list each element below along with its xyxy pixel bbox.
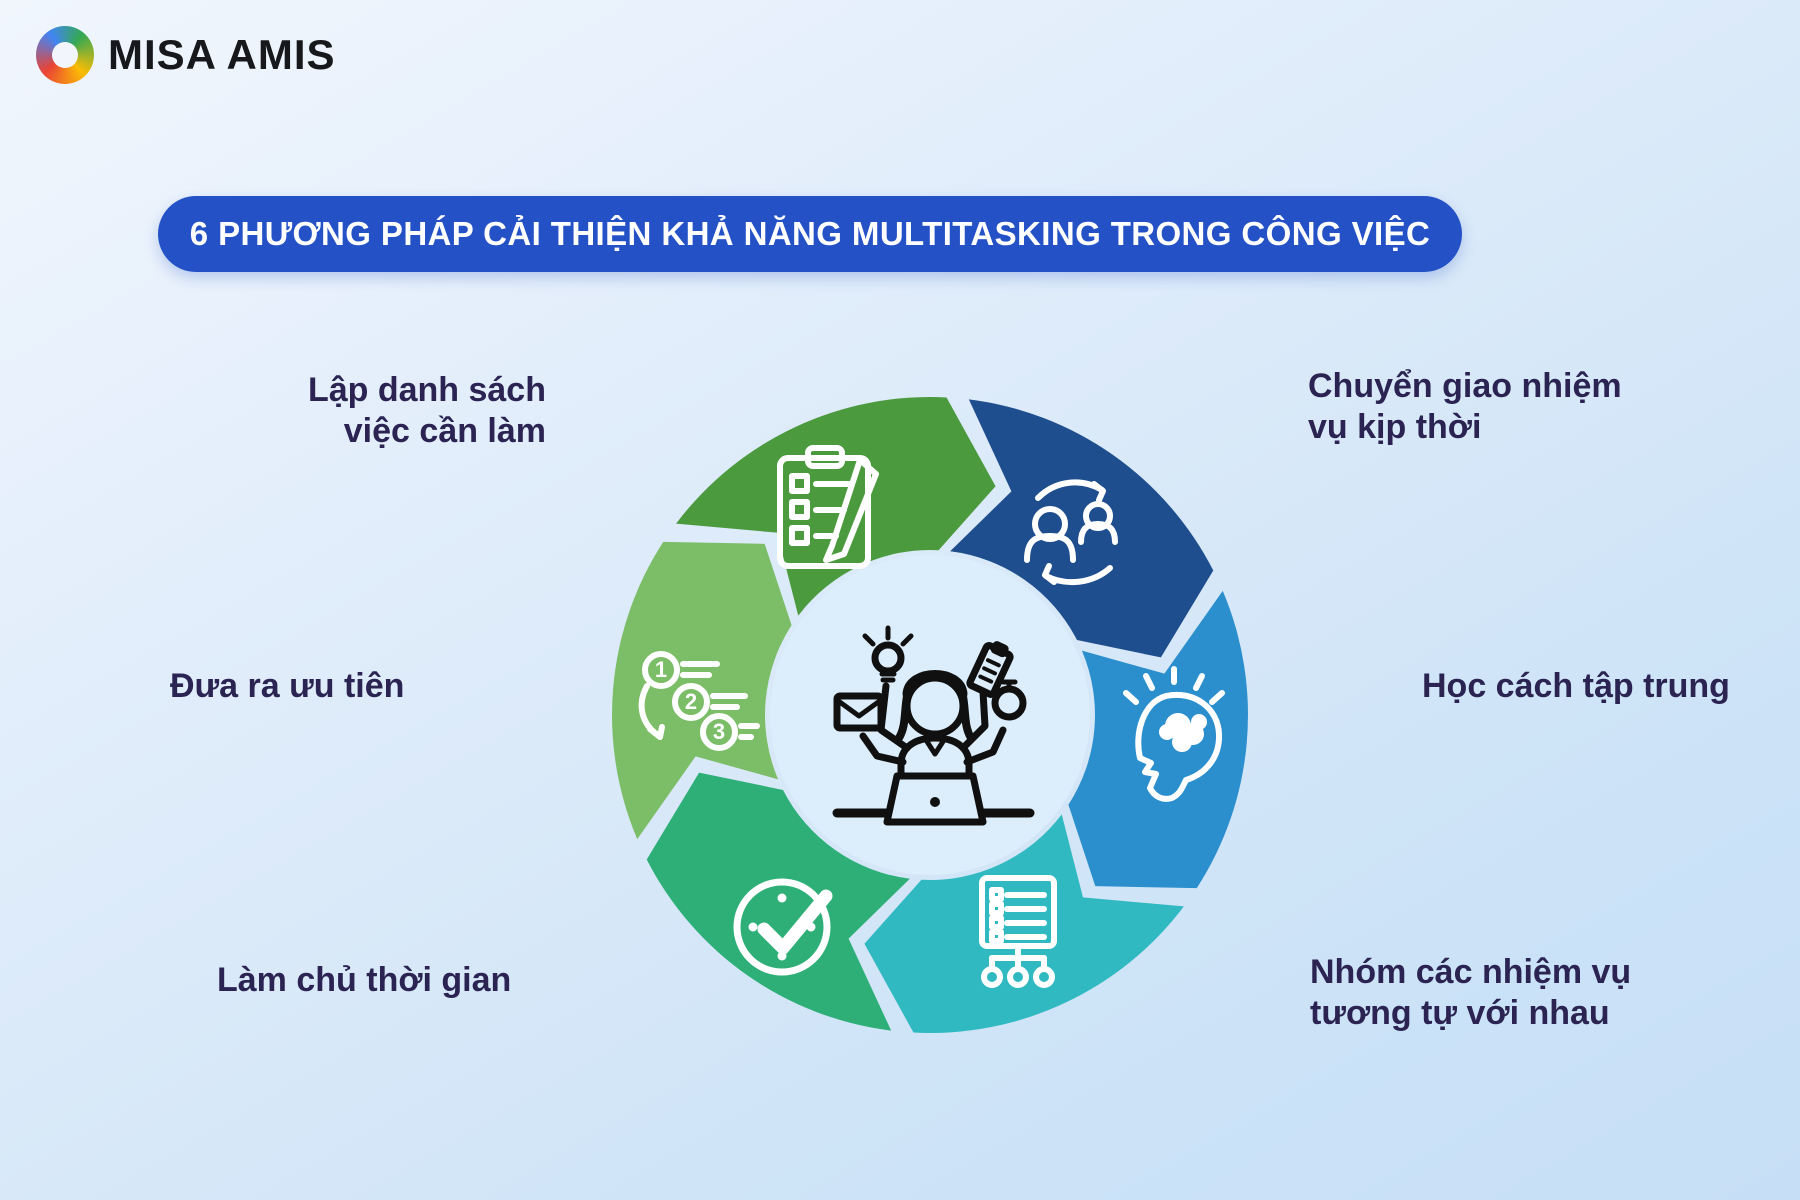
svg-text:1: 1 <box>655 657 667 682</box>
segment-focus <box>1068 590 1248 889</box>
inner-disc <box>770 555 1090 875</box>
segment-todo-list <box>676 397 996 616</box>
priority-123-icon: 1 2 3 <box>638 651 760 751</box>
title-banner: 6 PHƯƠNG PHÁP CẢI THIỆN KHẢ NĂNG MULTITA… <box>158 196 1462 272</box>
segment-master-time <box>646 772 910 1031</box>
group-tasks-icon <box>979 875 1057 988</box>
label-todo-list: Lập danh sách việc cần làm <box>307 371 546 451</box>
label-master-time: Làm chủ thời gian <box>217 961 512 999</box>
infographic-title: 6 PHƯƠNG PHÁP CẢI THIỆN KHẢ NĂNG MULTITA… <box>189 215 1431 252</box>
label-delegate: Chuyển giao nhiệm vụ kịp thời <box>1308 367 1622 447</box>
delegate-people-icon <box>1024 479 1118 586</box>
misa-swirl-icon <box>36 26 94 84</box>
brand-name: MISA AMIS <box>108 31 336 78</box>
label-focus: Học cách tập trung <box>1422 667 1730 705</box>
misa-amis-logo: MISA AMIS <box>36 26 336 84</box>
clock-check-icon <box>733 878 833 976</box>
multitasking-person-icon <box>832 625 1035 826</box>
svg-text:3: 3 <box>713 719 725 744</box>
svg-text:2: 2 <box>685 689 697 714</box>
label-prioritize: Đưa ra ưu tiên <box>170 667 405 705</box>
brain-head-icon <box>1123 666 1225 802</box>
label-group-tasks: Nhóm các nhiệm vụ tương tự với nhau <box>1310 953 1632 1033</box>
checklist-pencil-icon <box>777 445 879 569</box>
